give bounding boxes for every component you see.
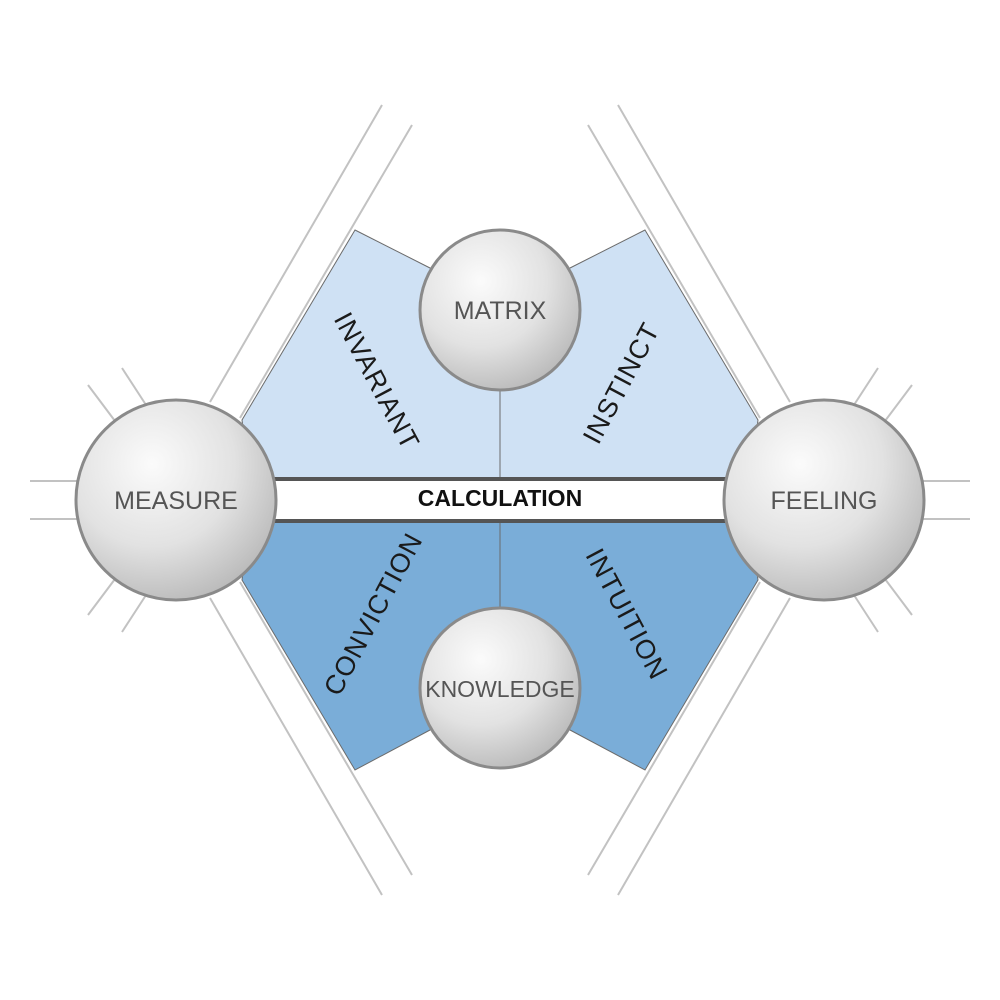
node-measure-label: MEASURE (114, 487, 238, 515)
node-knowledge-label: KNOWLEDGE (425, 676, 575, 702)
node-feeling: FEELING (722, 398, 926, 602)
node-feeling-label: FEELING (771, 487, 878, 515)
calculation-label: CALCULATION (418, 485, 582, 511)
node-matrix: MATRIX (418, 228, 582, 392)
node-measure: MEASURE (74, 398, 278, 602)
node-knowledge: KNOWLEDGE (418, 606, 582, 770)
node-matrix-label: MATRIX (454, 297, 547, 325)
guide-lines (30, 104, 970, 896)
